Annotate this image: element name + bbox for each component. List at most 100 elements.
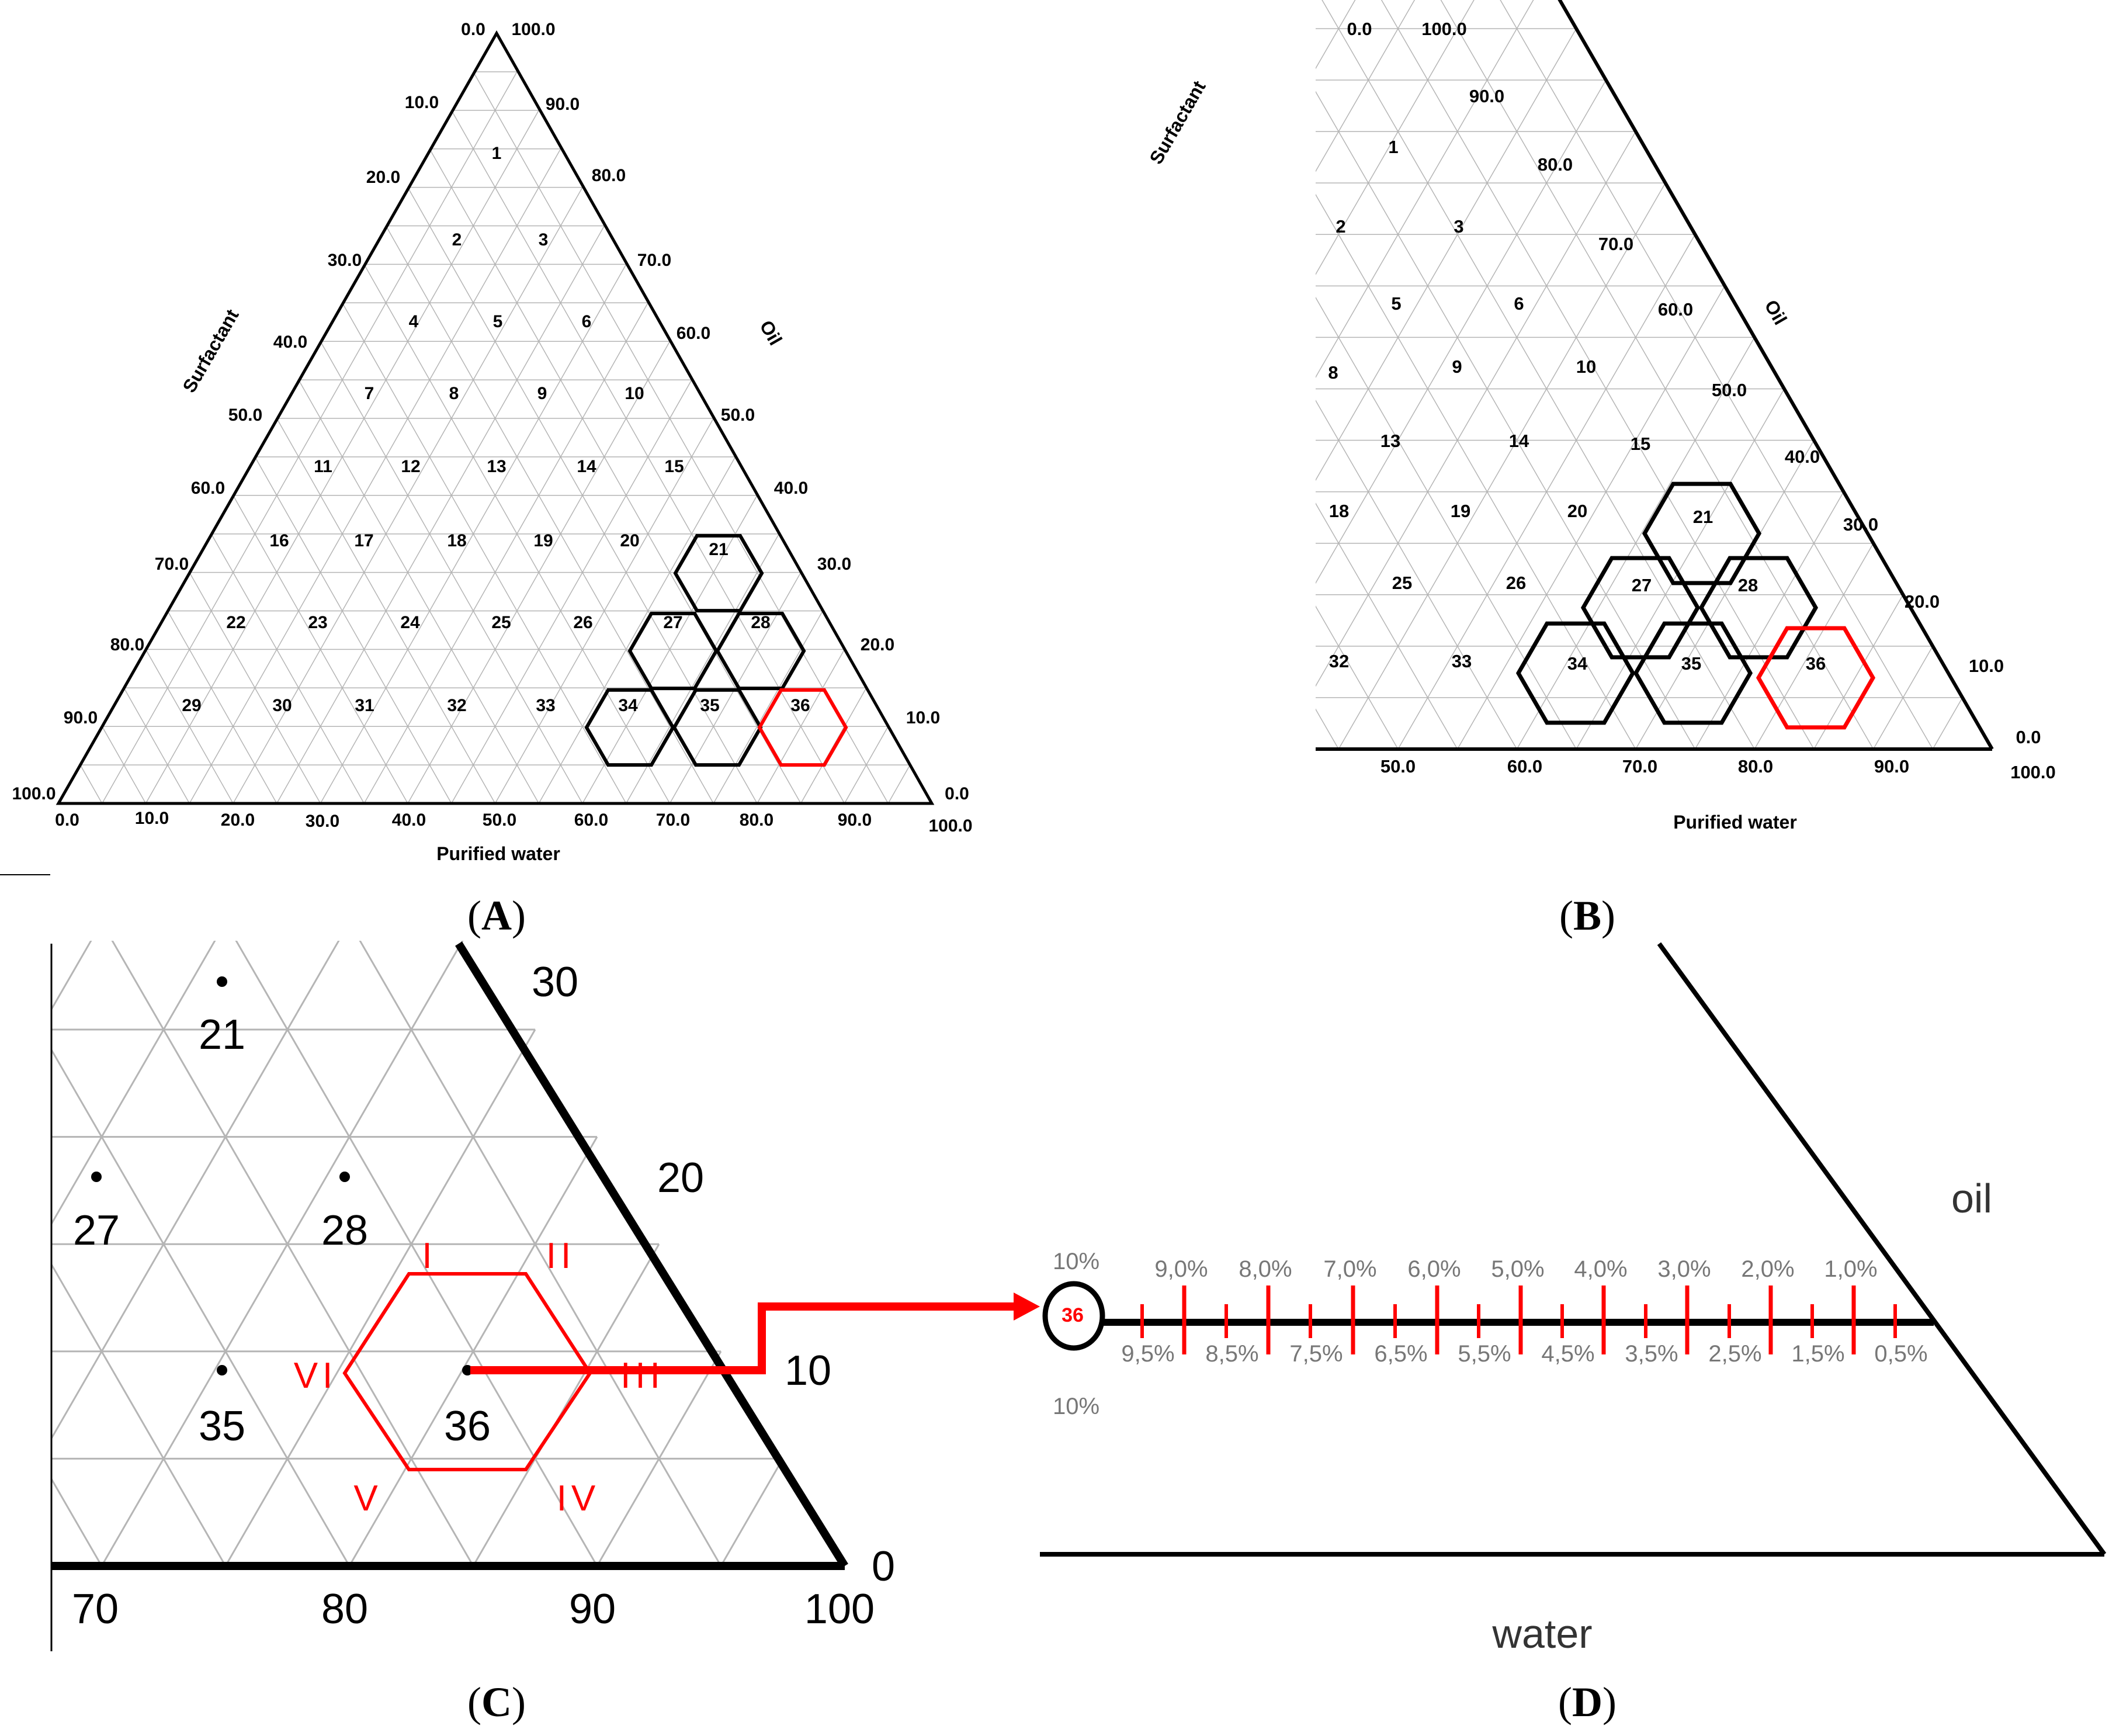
panel-b-grid-rising [1932, 697, 1963, 750]
panel-b-point-3: 3 [1454, 216, 1463, 237]
panel-b-point-33: 33 [1452, 651, 1472, 671]
panel-a-point-18: 18 [447, 531, 466, 550]
panel-a-point-26: 26 [573, 613, 592, 632]
panel-a-right-tick: 70.0 [637, 251, 671, 270]
panel-b-bottom-tick: 80.0 [1738, 756, 1773, 777]
panel-a-grid-falling [473, 71, 889, 804]
panel-c-bottom-tick: 100 [804, 1586, 875, 1633]
panel-a-point-33: 33 [536, 696, 555, 715]
panel-b-grid-rising [1457, 285, 1725, 750]
panel-c-grid-rising [472, 1243, 660, 1566]
panel-b-point-21: 21 [1693, 507, 1713, 527]
panel-a-point-9: 9 [537, 384, 547, 403]
panel-b-right-tick: 30.0 [1843, 514, 1878, 535]
panel-d-top-percent: 2,0% [1741, 1256, 1794, 1282]
panel-a-water-label: Purified water [436, 843, 560, 864]
panel-c-vertex-label-V: V [353, 1478, 382, 1519]
panel-a-right-tick: 40.0 [774, 479, 808, 498]
panel-b-grid-falling [1440, 0, 1874, 750]
panel-b-grid [1012, 0, 1963, 750]
panel-b-point-36: 36 [1806, 653, 1826, 674]
panel-a-point-30: 30 [272, 696, 292, 715]
panel-c-grid-rising [224, 1029, 536, 1566]
panel-c-dot [339, 1172, 350, 1182]
panel-b-top-tick: 100.0 [1421, 19, 1467, 39]
panel-a-point-10: 10 [625, 384, 644, 403]
panel-a-point-24: 24 [400, 613, 420, 632]
panel-a-left-tick: 80.0 [110, 635, 144, 654]
panel-d-oil-label: oil [1951, 1176, 1992, 1221]
panel-b-point-18: 18 [1329, 501, 1349, 521]
panel-b-bottom-tick: 100.0 [2010, 762, 2056, 782]
panel-d-circle-bottom-label: 10% [1053, 1394, 1099, 1419]
panel-a-point-5: 5 [493, 312, 503, 331]
panel-b-right-tick: 50.0 [1712, 380, 1747, 400]
panel-c-vertex-label-III: III [620, 1356, 665, 1396]
panel-b-right-tick: 70.0 [1598, 234, 1633, 254]
panel-b-grid-falling [1380, 0, 1815, 750]
panel-c-point-28: 28 [321, 1207, 368, 1254]
panel-a-grid-rising [189, 148, 561, 804]
panel-a-point-4: 4 [409, 312, 419, 331]
panel-d-oil-dilution-line: 36 10% 10% 9,0%8,0%7,0%6,0%5,0%4,0%3,0%2… [1040, 942, 2107, 1657]
panel-b-hexagon-27 [1580, 556, 1701, 660]
panel-a-hexagon-36 [757, 688, 848, 767]
panel-b-triangle-frame [1316, 0, 1994, 751]
panel-b-point-35: 35 [1681, 653, 1701, 674]
panel-b-water-label: Purified water [1673, 812, 1797, 833]
panel-c-grid-falling [51, 1262, 227, 1566]
caption-c: (C) [467, 1679, 526, 1725]
panel-b-grid-falling [1012, 389, 1220, 749]
panel-a-point-19: 19 [533, 531, 553, 550]
panel-b-grid-rising [1316, 0, 1416, 172]
panel-b-surfactant-label: Surfactant [1145, 77, 1209, 168]
panel-a-grid-rising [626, 533, 780, 804]
panel-b-point-14: 14 [1509, 431, 1529, 451]
panel-a-point-27: 27 [663, 613, 682, 632]
panel-a-point-17: 17 [354, 531, 373, 550]
panel-b-point-5: 5 [1391, 293, 1401, 314]
panel-a-left-tick: 40.0 [273, 332, 307, 352]
panel-b-grid-rising [1813, 594, 1904, 750]
panel-a-point-13: 13 [487, 457, 506, 476]
panel-a-point-12: 12 [401, 457, 420, 476]
panel-a-left-tick: 60.0 [191, 479, 225, 498]
panel-b-grid-falling [1316, 91, 1696, 750]
panel-a-point-8: 8 [449, 384, 459, 403]
panel-a-hexagon-21 [673, 533, 764, 613]
panel-c-grid-rising [720, 1458, 784, 1566]
panel-a-bottom-tick: 60.0 [574, 810, 608, 830]
panel-a-right-tick: 60.0 [677, 324, 710, 343]
panel-a-grid-falling [429, 148, 802, 804]
panel-c-dot [217, 1365, 227, 1375]
panel-a-point-1: 1 [492, 144, 502, 163]
panel-c-dot [462, 1365, 473, 1375]
panel-a-left-tick: 100.0 [12, 784, 56, 803]
panel-b-oil-label: Oil [1760, 296, 1791, 328]
panel-d-bottom-percent: 8,5% [1205, 1341, 1258, 1367]
panel-b-grid-falling [1500, 0, 1933, 750]
panel-d-bottom-percent: 5,5% [1458, 1341, 1511, 1367]
panel-d-hypotenuse [1657, 942, 2107, 1556]
panel-a-hexagon-27 [627, 611, 719, 691]
panel-c-vertex-label-VI: VI [294, 1356, 338, 1396]
panel-c-right-tick: 30 [532, 959, 578, 1006]
panel-b-point-32: 32 [1329, 651, 1349, 671]
panel-a-point-36: 36 [790, 696, 810, 715]
panel-b-grid-rising [1316, 79, 1607, 584]
panel-d-bottom-percent: 2,5% [1708, 1341, 1761, 1367]
panel-a-point-29: 29 [182, 696, 201, 715]
panel-c-point-36: 36 [444, 1403, 491, 1450]
panel-a-point-7: 7 [365, 384, 374, 403]
panel-a-point-25: 25 [491, 613, 511, 632]
panel-b-top-tick: 0.0 [1347, 19, 1372, 39]
panel-b-grid-falling [1316, 296, 1577, 750]
panel-b-point-2: 2 [1336, 216, 1345, 237]
panel-a-ternary-diagram: 0.010.020.030.040.050.060.070.080.090.01… [0, 20, 973, 875]
panel-c-right-tick: 20 [657, 1155, 704, 1201]
panel-b-point-8: 8 [1328, 362, 1338, 383]
